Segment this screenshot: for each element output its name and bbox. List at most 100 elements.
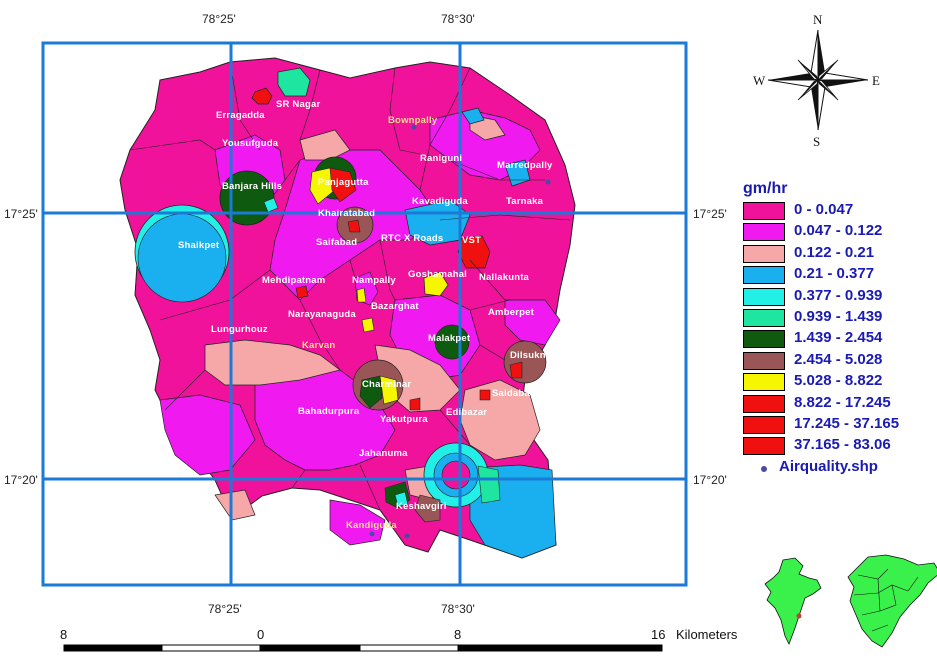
legend-swatch	[743, 416, 785, 434]
place-label: Malakpet	[428, 333, 471, 344]
legend-swatch	[743, 287, 785, 306]
legend-swatch	[743, 373, 785, 392]
place-label: Saifabad	[316, 237, 358, 248]
scale-label: 8	[454, 627, 462, 642]
airquality-point	[369, 531, 375, 537]
place-label: Saidabad	[492, 388, 536, 399]
compass-west: W	[753, 73, 766, 88]
place-label: Nallakunta	[479, 272, 530, 283]
place-label: VST	[462, 235, 482, 246]
legend-swatch	[743, 223, 785, 242]
grid-label-bottom-right: 78°30'	[441, 602, 475, 616]
place-label: Amberpet	[488, 307, 534, 318]
legend-swatch	[743, 244, 785, 263]
place-label: Nampally	[352, 275, 396, 286]
legend-label: 0.21 - 0.377	[794, 265, 875, 283]
scale-bar	[63, 644, 663, 652]
legend-swatch	[743, 202, 785, 220]
legend-swatch	[743, 330, 785, 349]
place-label: Bownpally	[388, 115, 438, 126]
legend-label: 0.377 - 0.939	[794, 286, 883, 304]
zone-shaikpet-inner	[137, 213, 227, 303]
legend-swatch	[743, 351, 785, 370]
compass-east: E	[872, 73, 880, 88]
airquality-point	[411, 124, 417, 130]
place-label: Charminar	[362, 379, 412, 390]
grid-label-left-lower: 17°20'	[4, 473, 38, 487]
airquality-point	[545, 179, 551, 185]
legend-label: 0.122 - 0.21	[794, 243, 875, 261]
legend-label: 0 - 0.047	[794, 201, 854, 218]
legend-label: 1.439 - 2.454	[794, 329, 883, 347]
grid-label-top-left: 78°25'	[202, 12, 236, 26]
place-label: SR Nagar	[276, 99, 321, 110]
airquality-point	[404, 533, 410, 539]
legend-swatch	[743, 394, 785, 413]
place-label: RTC X Roads	[381, 233, 444, 244]
map-frame	[41, 41, 688, 587]
place-label: Dilsuknagar	[510, 350, 567, 361]
place-label: Shaikpet	[178, 240, 220, 251]
zone-pink	[204, 339, 341, 386]
place-label: Panjagutta	[318, 177, 369, 188]
zone-banjara-hills	[219, 170, 275, 226]
place-label: Goshamahal	[408, 269, 468, 280]
legend-swatch	[743, 266, 785, 285]
place-label: Raniguni	[420, 153, 463, 164]
legend-label: 8.822 - 17.245	[794, 393, 891, 411]
grid-label-left-upper: 17°25'	[4, 207, 38, 221]
grid-label-right-upper: 17°25'	[693, 207, 727, 221]
legend-label: 0.047 - 0.122	[794, 222, 883, 240]
state-inset-icon	[847, 554, 937, 648]
place-label: Karvan	[302, 340, 336, 351]
zone-goshamahal	[423, 271, 449, 297]
india-inset-icon	[764, 557, 822, 645]
grid-label-top-right: 78°30'	[441, 12, 475, 26]
compass-rose-icon	[767, 29, 869, 131]
zone-sr-nagar	[277, 67, 311, 97]
zone-dilsuknagar	[503, 340, 547, 384]
compass-south: S	[813, 134, 821, 149]
grid-label-bottom-left: 78°25'	[208, 602, 242, 616]
place-label: Kavadiguda	[412, 196, 468, 207]
legend-label: 5.028 - 8.822	[794, 372, 883, 390]
zone-south-ring-inner	[441, 460, 471, 490]
zone-erragadda	[251, 87, 273, 105]
legend-swatch	[743, 437, 785, 456]
grid-label-right-lower: 17°20'	[693, 473, 727, 487]
place-label: Bazarghat	[371, 301, 419, 312]
legend-title: gm/hr	[743, 180, 788, 197]
scale-unit: Kilometers	[676, 627, 738, 642]
scale-label: 0	[257, 627, 265, 642]
place-label: Narayanaguda	[288, 309, 356, 320]
zone-vst	[457, 235, 491, 269]
legend-label: 0.939 - 1.439	[794, 308, 883, 325]
place-label: Yousufguda	[222, 138, 279, 149]
legend-label: 37.165 - 83.06	[794, 436, 891, 454]
place-label: Banjara Hills	[222, 181, 283, 192]
place-label: Bahadurpura	[298, 406, 360, 417]
place-label: Mehdipatnam	[262, 275, 326, 286]
place-label: Kandiguda	[346, 520, 397, 531]
compass-north: N	[813, 12, 823, 27]
zone-pink	[299, 129, 351, 161]
place-label: Keshavgiri	[396, 501, 447, 512]
place-label: Lungurhouz	[211, 324, 268, 335]
legend-swatch	[743, 309, 785, 327]
place-label: Yakutpura	[380, 414, 428, 425]
place-label: Erragadda	[216, 110, 265, 121]
zone-pink	[214, 489, 256, 521]
ward-boundaries	[129, 61, 571, 511]
legend-label: Airquality.shp	[779, 457, 878, 475]
place-label: Marredpally	[497, 160, 553, 171]
place-label: Khairatabad	[318, 208, 376, 219]
scale-label: 16	[651, 627, 666, 642]
legend-label: 17.245 - 37.165	[794, 415, 900, 432]
zone-blue	[461, 107, 485, 125]
point-icon	[761, 465, 767, 472]
place-label: Edibazar	[446, 407, 488, 418]
scale-label: 8	[60, 627, 68, 642]
place-label: Jahanuma	[359, 448, 408, 459]
legend-label: 2.454 - 5.028	[794, 350, 883, 368]
